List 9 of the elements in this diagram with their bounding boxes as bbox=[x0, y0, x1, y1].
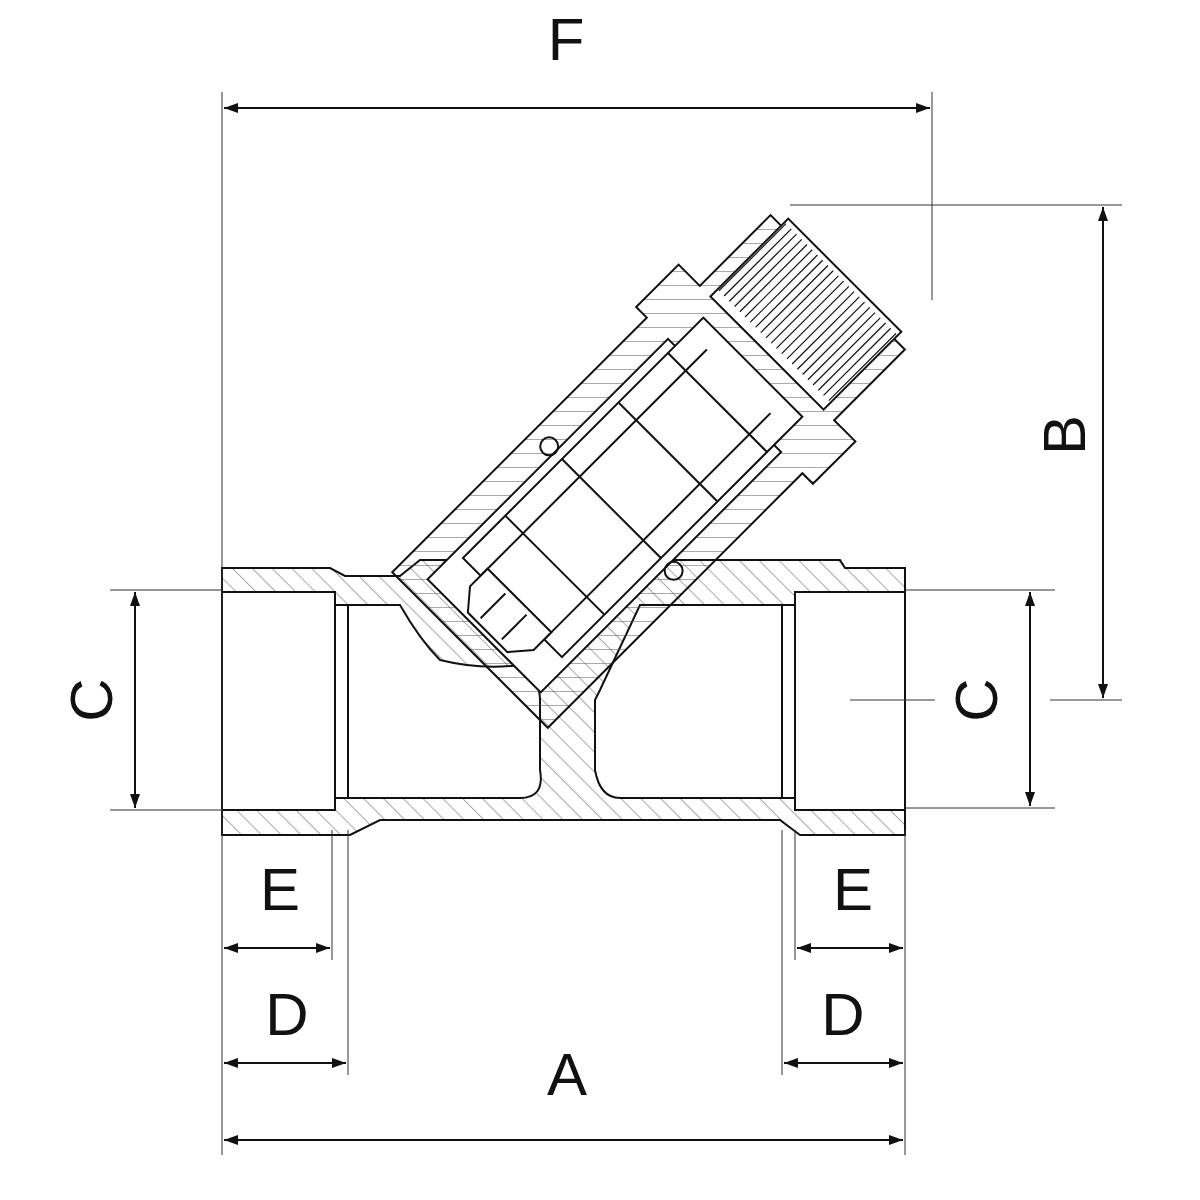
dimension-label: E bbox=[833, 860, 873, 920]
dimension-label: E bbox=[260, 860, 300, 920]
dimension-label: C bbox=[62, 678, 122, 722]
dimension-label: F bbox=[547, 10, 585, 70]
dimension-label: A bbox=[547, 1045, 587, 1105]
dimension-label: D bbox=[265, 985, 309, 1045]
dimension-label: D bbox=[821, 985, 865, 1045]
dimension-label: B bbox=[1035, 415, 1095, 455]
dimension-label: C bbox=[947, 678, 1007, 722]
